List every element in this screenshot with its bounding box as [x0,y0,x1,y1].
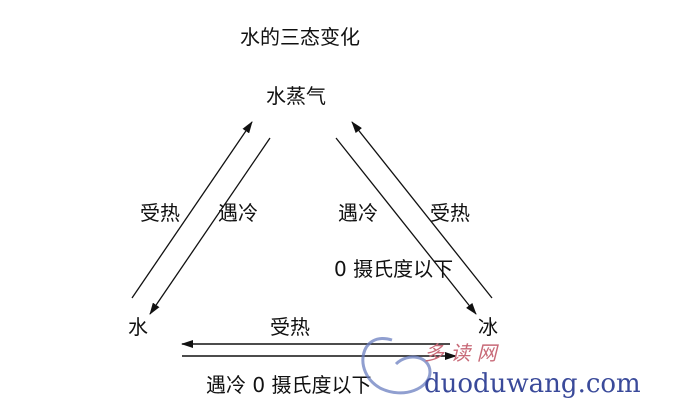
arrow-ice-to-vapor [351,121,493,299]
watermark-chars: 多 读 网 [424,341,500,365]
label-ice-to-water: 受热 [270,315,310,339]
arrow-water-to-vapor [131,121,253,299]
node-water: 水 [128,315,148,339]
arrow-vapor-to-ice [335,137,477,315]
label-vapor-to-ice: 遇冷 [338,201,378,225]
arrow-vapor-to-water [149,137,271,315]
label-ice-to-vapor: 受热 [430,201,470,225]
watermark-url: duoduwang.com [424,369,641,399]
node-ice: 冰 [478,315,498,339]
watermark: 多 读 网 duoduwang.com [361,337,641,399]
label-water-to-vapor: 受热 [140,201,180,225]
node-vapor: 水蒸气 [266,84,326,108]
label-vapor-to-water: 遇冷 [218,201,258,225]
label-water-to-ice: 遇冷 0 摄氏度以下 [206,373,371,397]
watermark-swirl-icon [361,337,432,395]
label-vapor-to-ice-condition: 0 摄氏度以下 [334,257,453,281]
diagram-title: 水的三态变化 [240,25,360,49]
